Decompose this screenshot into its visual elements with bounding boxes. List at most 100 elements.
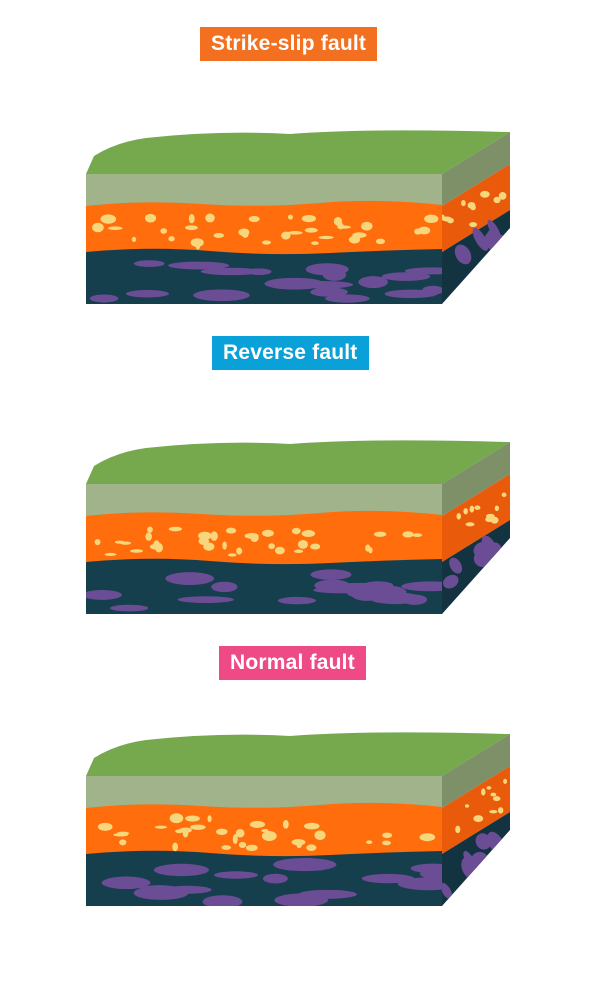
pebble (232, 834, 238, 845)
pebble (130, 549, 143, 553)
pebble (169, 813, 184, 824)
rock-vein (133, 886, 189, 900)
orange-side (442, 474, 510, 562)
pebble (185, 225, 198, 231)
pebble (168, 236, 175, 242)
pebble (147, 526, 153, 533)
grass-top-layer (86, 732, 510, 776)
pebble (304, 227, 318, 233)
label-text: Reverse fault (223, 341, 358, 364)
soil-side (442, 442, 510, 516)
block-normal (80, 724, 520, 914)
pebble (235, 829, 245, 838)
pebble (498, 191, 507, 200)
rock-vein (384, 289, 438, 299)
pebble (361, 221, 373, 231)
rock-vein (310, 569, 352, 580)
rock-vein (502, 241, 510, 261)
pebble (291, 527, 301, 535)
pebble (149, 543, 162, 550)
pebble (418, 226, 431, 235)
pebble (442, 214, 445, 219)
pebble (213, 233, 225, 239)
rock-vein (328, 582, 387, 594)
label-strike-slip-fault: Strike-slip fault (200, 27, 378, 61)
pebble (198, 531, 212, 540)
pebble (262, 240, 272, 245)
label-normal-fault: Normal fault (219, 646, 366, 680)
rock-vein (305, 263, 349, 276)
pebble (456, 513, 462, 520)
pebble (293, 549, 304, 553)
pebble (195, 241, 201, 250)
pebble (160, 228, 168, 234)
rock-vein (200, 267, 262, 276)
front-face (86, 484, 442, 614)
pebble (287, 231, 303, 235)
side-face (442, 734, 510, 906)
pebble (311, 241, 319, 245)
pebble (238, 228, 250, 237)
orange-side (442, 164, 510, 252)
pebble (465, 522, 475, 527)
side-face (442, 132, 510, 304)
pebble (314, 830, 326, 841)
pebble (490, 792, 497, 797)
soil-side (442, 132, 510, 206)
block-strike-slip (80, 122, 520, 312)
label-text: Strike-slip fault (211, 32, 367, 55)
pebble (221, 845, 232, 850)
rock-vein (369, 592, 422, 605)
pebble (188, 214, 195, 224)
rock-vein (361, 873, 415, 884)
pebble (145, 532, 153, 541)
pebble (474, 505, 481, 510)
pebble (225, 527, 237, 534)
soil-side (442, 734, 510, 808)
pebble (154, 825, 168, 829)
pebble (236, 547, 243, 555)
block-reverse (80, 432, 520, 622)
rock-vein (110, 604, 149, 612)
pebble (104, 552, 117, 556)
rock-vein (404, 267, 442, 275)
rock-vein (472, 227, 489, 251)
pebble (419, 833, 436, 842)
rock-vein (89, 294, 119, 303)
pebble (274, 546, 285, 555)
pebble (210, 531, 218, 541)
pebble (489, 810, 498, 814)
pebble (185, 815, 200, 822)
pebble (442, 216, 452, 222)
rock-vein (101, 876, 151, 890)
pebble (382, 832, 393, 839)
pebble (282, 819, 289, 829)
pebble (402, 531, 414, 538)
orange-layer (86, 200, 442, 258)
pebble (228, 553, 237, 557)
rock-vein (168, 261, 230, 270)
front-face (86, 776, 442, 906)
pebble (296, 842, 302, 849)
grass-top-layer (86, 440, 510, 484)
rock-vein (213, 871, 259, 879)
pebble (337, 222, 344, 230)
pebble (168, 526, 183, 532)
rock-vein (358, 276, 388, 289)
rock-layer (86, 558, 442, 614)
rock-vein (481, 535, 496, 554)
pebble (205, 213, 215, 223)
rock-vein (401, 581, 442, 592)
pebble (108, 226, 123, 231)
pebble (455, 825, 461, 834)
rock-vein (133, 260, 165, 267)
pebble (131, 236, 137, 243)
pebble (470, 204, 476, 211)
pebble (100, 214, 117, 224)
pebble (245, 844, 258, 851)
pebble (261, 529, 274, 537)
pebble (366, 840, 373, 845)
pebble (301, 214, 316, 223)
rock-vein (410, 863, 442, 874)
pebble (238, 841, 247, 848)
